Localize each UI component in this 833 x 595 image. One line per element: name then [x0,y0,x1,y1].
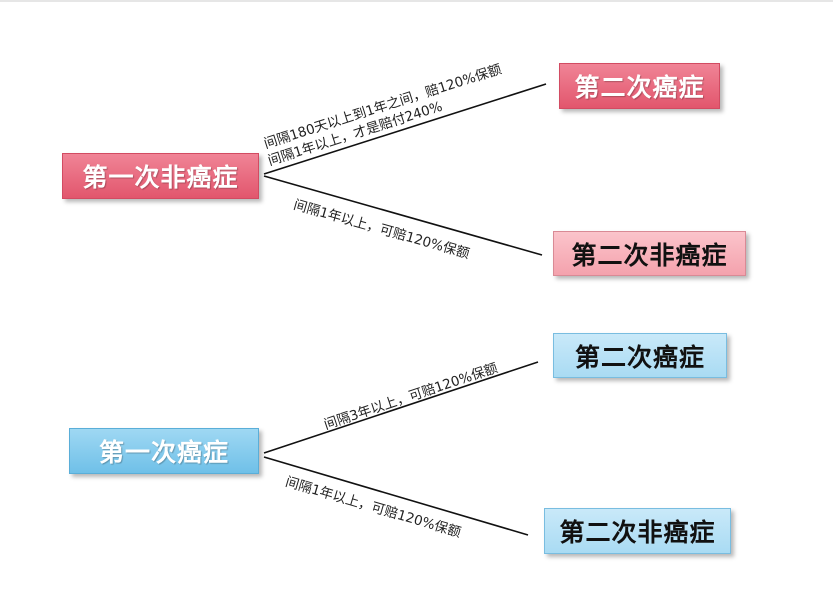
connector-noncancer-to-cancer [263,83,547,175]
node-second-noncancer-after-cancer: 第二次非癌症 [544,508,731,554]
connector-cancer-to-cancer [263,361,539,454]
node-second-noncancer-after-noncancer: 第二次非癌症 [553,231,746,276]
node-second-cancer-after-cancer: 第二次癌症 [553,333,727,378]
top-border-line [0,0,833,2]
node-first-cancer: 第一次癌症 [69,428,259,474]
node-second-cancer-after-noncancer: 第二次癌症 [559,63,720,109]
connector-noncancer-to-noncancer [263,175,543,256]
connector-cancer-to-noncancer [263,456,529,536]
node-first-noncancer: 第一次非癌症 [62,153,259,199]
